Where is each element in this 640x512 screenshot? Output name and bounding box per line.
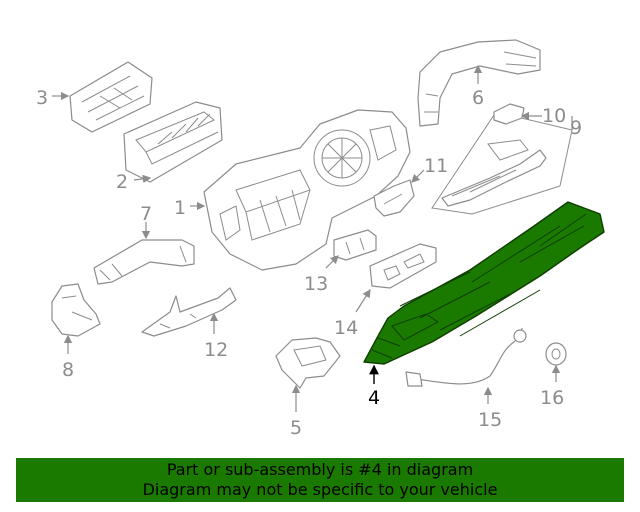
parts-diagram: 3 2 1 6 10 9 11 7 13 14 8 12 5 4 15 16 [36,39,605,439]
callout-5: 5 [290,417,302,439]
callout-7: 7 [140,203,152,225]
part-1-hvac-housing[interactable] [203,109,411,271]
part-3-vent[interactable] [69,61,153,133]
part-13-clip[interactable] [333,229,377,261]
callout-14: 14 [334,317,358,339]
part-10-clip[interactable] [493,103,525,125]
callout-10: 10 [542,105,566,127]
part-11-bracket[interactable] [373,179,415,217]
part-16-grommet[interactable] [545,342,567,366]
callout-9: 9 [570,117,582,139]
callout-8: 8 [62,359,74,381]
part-14-bracket[interactable] [369,243,437,289]
callout-16: 16 [540,387,564,409]
callout-13: 13 [304,273,328,295]
callout-11: 11 [424,155,448,177]
part-12-bracket[interactable] [141,287,237,337]
part-6-duct[interactable] [417,39,541,127]
part-4-duct-highlighted[interactable] [363,201,605,365]
callout-2: 2 [116,171,128,193]
banner-line-2: Diagram may not be specific to your vehi… [142,480,498,499]
part-7-duct[interactable] [93,239,195,285]
part-8-bracket[interactable] [51,283,101,337]
part-5-bracket[interactable] [275,337,341,389]
leader-lines [52,64,573,412]
callout-4: 4 [368,387,380,409]
part-15-cable[interactable] [405,327,527,387]
callout-15: 15 [478,409,502,431]
part-2-vent[interactable] [123,101,223,183]
callout-3: 3 [36,87,48,109]
callout-1: 1 [174,197,186,219]
info-banner: Part or sub-assembly is #4 in diagram Di… [16,458,624,502]
callout-12: 12 [204,339,228,361]
banner-line-1: Part or sub-assembly is #4 in diagram [166,460,474,479]
part-9-assembly-panel[interactable] [431,111,573,215]
callout-6: 6 [472,87,484,109]
